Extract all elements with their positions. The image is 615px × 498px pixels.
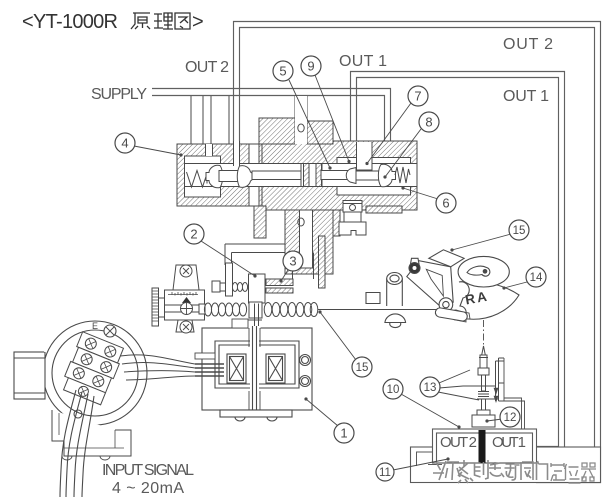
svg-text:INPUT SIGNAL: INPUT SIGNAL	[102, 462, 194, 479]
svg-text:7: 7	[414, 89, 421, 104]
svg-text:>: >	[192, 11, 204, 33]
svg-text:8: 8	[425, 115, 432, 130]
svg-text:15: 15	[513, 225, 526, 237]
svg-text:OUT 1: OUT 1	[503, 88, 549, 105]
svg-text:OUT 2: OUT 2	[503, 36, 553, 53]
svg-text:3: 3	[289, 254, 296, 269]
svg-text:RA: RA	[464, 289, 490, 308]
svg-text:5: 5	[279, 64, 286, 79]
svg-text:6: 6	[442, 196, 449, 211]
svg-text:15: 15	[356, 362, 369, 374]
svg-text:12: 12	[504, 412, 517, 424]
svg-text:OUT 2: OUT 2	[440, 434, 477, 451]
svg-text:OUT 2: OUT 2	[185, 59, 229, 76]
svg-text:4 ~ 20mA: 4 ~ 20mA	[112, 480, 184, 497]
svg-text:2: 2	[190, 227, 197, 242]
svg-text:11: 11	[379, 467, 391, 479]
svg-text:4: 4	[121, 136, 128, 151]
svg-text:10: 10	[387, 384, 400, 396]
svg-text:9: 9	[307, 59, 314, 74]
svg-text:1: 1	[340, 426, 347, 441]
svg-text:SUPPLY: SUPPLY	[91, 86, 147, 103]
svg-text:OUT 1: OUT 1	[492, 434, 526, 451]
svg-text:13: 13	[424, 382, 437, 394]
svg-text:E: E	[92, 321, 98, 331]
svg-text:OUT 1: OUT 1	[339, 53, 387, 70]
svg-text:<YT-1000R: <YT-1000R	[22, 11, 118, 33]
svg-text:14: 14	[530, 272, 543, 284]
